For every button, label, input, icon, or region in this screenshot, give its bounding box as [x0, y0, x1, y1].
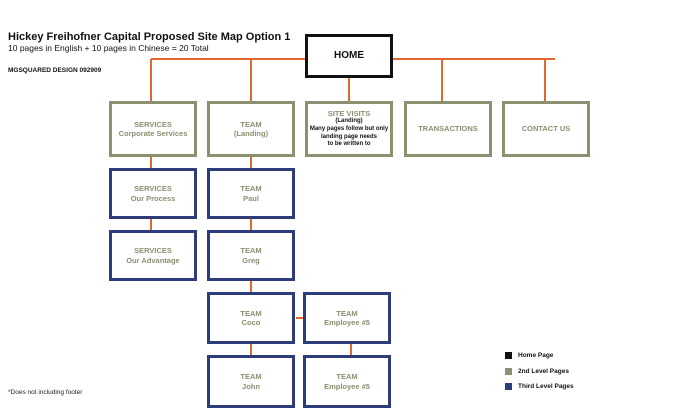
node-home: HOME: [305, 34, 393, 78]
node-transactions-label: TRANSACTIONS: [418, 124, 478, 134]
legend-level3-swatch: [505, 383, 512, 390]
legend-level2: 2nd Level Pages: [505, 368, 569, 375]
node-team-employee5-b: TEAM Employee #5: [303, 355, 391, 408]
node-team-paul-line1: TEAM: [240, 184, 262, 194]
node-services-process-line1: SERVICES: [134, 184, 172, 194]
legend-level3: Third Level Pages: [505, 383, 574, 390]
node-services: SERVICES Corporate Services: [109, 101, 197, 157]
node-team-line1: TEAM: [240, 119, 262, 129]
node-contact: CONTACT US: [502, 101, 590, 157]
node-team-coco-line2: Coco: [241, 318, 261, 327]
node-team: TEAM (Landing): [207, 101, 295, 157]
footnote: *Does not including footer: [8, 389, 83, 396]
node-services-advantage-line1: SERVICES: [134, 246, 172, 256]
node-team-paul: TEAM Paul: [207, 168, 295, 219]
node-site-visits-note1: Many pages follow but only: [309, 125, 389, 132]
node-team-coco: TEAM Coco: [207, 292, 295, 344]
legend-level2-label: 2nd Level Pages: [518, 368, 569, 375]
legend-home-label: Home Page: [518, 352, 554, 359]
node-team-employee5-a-line2: Employee #5: [324, 318, 370, 327]
node-team-greg: TEAM Greg: [207, 230, 295, 281]
node-services-process-line2: Our Process: [130, 193, 176, 203]
node-transactions: TRANSACTIONS: [404, 101, 492, 157]
node-team-greg-line1: TEAM: [240, 246, 262, 256]
node-site-visits-line2: (Landing): [335, 118, 363, 125]
node-team-employee5-a-line1: TEAM: [336, 308, 358, 318]
node-team-john-line2: John: [242, 381, 260, 391]
node-team-line2: (Landing): [233, 129, 269, 138]
node-contact-label: CONTACT US: [521, 124, 571, 134]
node-home-label: HOME: [334, 49, 364, 61]
node-team-greg-line2: Greg: [242, 255, 260, 265]
node-site-visits-note3: to be written to: [327, 141, 371, 148]
legend-level2-swatch: [505, 368, 512, 375]
legend-home-swatch: [505, 352, 512, 359]
node-services-process: SERVICES Our Process: [109, 168, 197, 219]
node-site-visits-note2: landing page needs: [320, 133, 377, 140]
node-services-advantage-line2: Our Advantage: [126, 255, 180, 265]
node-team-john-line1: TEAM: [240, 372, 262, 382]
legend-level3-label: Third Level Pages: [518, 383, 574, 390]
diagram-title: Hickey Freihofner Capital Proposed Site …: [8, 31, 291, 43]
node-site-visits-line1: SITE VISITS: [327, 108, 371, 118]
node-team-paul-line2: Paul: [243, 193, 259, 203]
node-services-advantage: SERVICES Our Advantage: [109, 230, 197, 281]
node-team-john: TEAM John: [207, 355, 295, 408]
node-team-coco-line1: TEAM: [240, 308, 262, 318]
node-services-line1: SERVICES: [134, 119, 172, 129]
node-services-line2: Corporate Services: [118, 129, 188, 138]
diagram-subtitle: 10 pages in English + 10 pages in Chines…: [8, 43, 209, 53]
node-team-employee5-b-line1: TEAM: [336, 372, 358, 382]
node-site-visits: SITE VISITS (Landing) Many pages follow …: [305, 101, 393, 157]
legend-home: Home Page: [505, 352, 553, 359]
node-team-employee5-a: TEAM Employee #5: [303, 292, 391, 344]
node-team-employee5-b-line2: Employee #5: [324, 381, 370, 391]
design-credit: MGSQUARED DESIGN 092909: [8, 67, 102, 74]
